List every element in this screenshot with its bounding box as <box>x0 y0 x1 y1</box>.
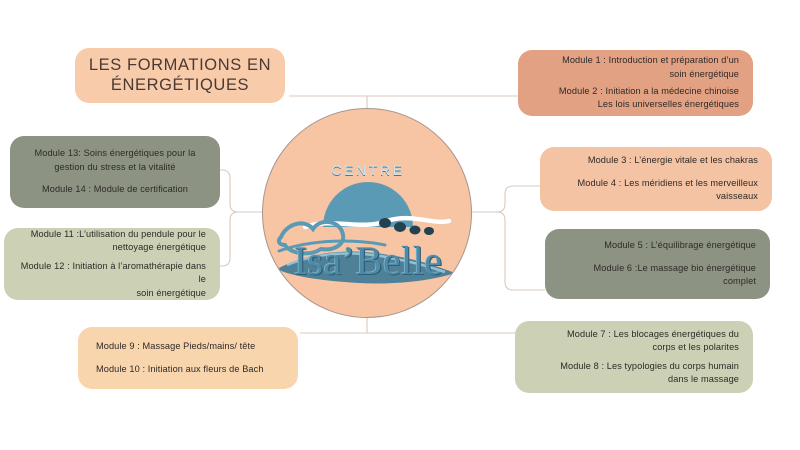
module-entry: Module 10 : Initiation aux fleurs de Bac… <box>96 363 284 376</box>
module-line: Les lois universelles énergétiques <box>597 99 739 110</box>
module-line: nettoyage énergétique <box>112 242 206 253</box>
module-line: Module 13: Soins énergétiques pour la <box>34 148 196 159</box>
module-entry: Module 9 : Massage Pieds/mains/ tête <box>96 340 284 353</box>
module-line: Module 5 : L’équilibrage énergétique <box>604 240 756 251</box>
module-line: Module 4 : Les méridiens et les merveill… <box>577 177 758 188</box>
module-line: soin énergétique <box>669 68 739 79</box>
node-modules-11-12[interactable]: Module 11 :L’utilisation du pendule pour… <box>4 228 220 300</box>
module-entry: Module 1 : Introduction et préparation d… <box>532 54 739 81</box>
module-line: gestion du stress et la vitalité <box>54 161 176 172</box>
module-line: Module 2 : Initiation a la médecine chin… <box>558 86 739 96</box>
module-line: Module 1 : Introduction et préparation d… <box>562 55 739 66</box>
module-line: Module 11 :L’utilisation du pendule pour… <box>30 229 206 240</box>
module-line: Module 3 : L’énergie vitale et les chakr… <box>587 155 758 166</box>
logo-circle: CENTRE Isa’Belle <box>262 108 472 318</box>
module-entry: Module 2 : Initiation a la médecine chin… <box>532 85 739 112</box>
node-modules-5-6[interactable]: Module 5 : L’équilibrage énergétique Mod… <box>545 229 770 299</box>
page-title-line2: ÉNERGÉTIQUES <box>110 75 250 94</box>
node-modules-13-14[interactable]: Module 13: Soins énergétiques pour la ge… <box>10 136 220 208</box>
module-entry: Module 7 : Les blocages énergétiques du … <box>529 328 739 355</box>
page-title-line1: LES FORMATIONS EN <box>88 56 272 75</box>
module-line: Module 14 : Module de certification <box>42 184 188 195</box>
node-modules-9-10[interactable]: Module 9 : Massage Pieds/mains/ tête Mod… <box>78 327 298 389</box>
module-entry: Module 6 :Le massage bio énergétique com… <box>559 262 756 289</box>
module-entry: Module 4 : Les méridiens et les merveill… <box>554 177 758 204</box>
logo-artwork <box>276 182 455 284</box>
module-entry: Module 3 : L’énergie vitale et les chakr… <box>554 154 758 167</box>
module-line: Module 7 : Les blocages énergétiques du <box>567 328 739 339</box>
module-line: Module 8 : Les typologies du corps humai… <box>560 360 739 371</box>
module-line: Module 12 : Initiation à l’aromathérapie… <box>20 260 206 285</box>
module-line: corps et les polarites <box>652 342 739 353</box>
module-line: complet <box>723 276 756 287</box>
node-modules-7-8[interactable]: Module 7 : Les blocages énergétiques du … <box>515 321 753 393</box>
node-modules-3-4[interactable]: Module 3 : L’énergie vitale et les chakr… <box>540 147 772 211</box>
module-line: dans le massage <box>668 373 739 384</box>
module-line: Module 6 :Le massage bio énergétique <box>593 262 756 273</box>
module-entry: Module 12 : Initiation à l’aromathérapie… <box>18 260 206 300</box>
module-entry: Module 11 :L’utilisation du pendule pour… <box>18 228 206 255</box>
module-line: Module 9 : Massage Pieds/mains/ tête <box>96 341 256 352</box>
module-line: Module 10 : Initiation aux fleurs de Bac… <box>96 363 264 374</box>
module-line: vaisseaux <box>716 191 758 202</box>
module-entry: Module 14 : Module de certification <box>24 183 206 196</box>
module-entry: Module 13: Soins énergétiques pour la ge… <box>24 147 206 174</box>
page-title: LES FORMATIONS EN ÉNERGÉTIQUES <box>75 48 285 103</box>
module-entry: Module 8 : Les typologies du corps humai… <box>529 360 739 387</box>
module-line: soin énergétique <box>136 287 206 298</box>
node-modules-1-2[interactable]: Module 1 : Introduction et préparation d… <box>518 50 753 116</box>
module-entry: Module 5 : L’équilibrage énergétique <box>559 239 756 252</box>
